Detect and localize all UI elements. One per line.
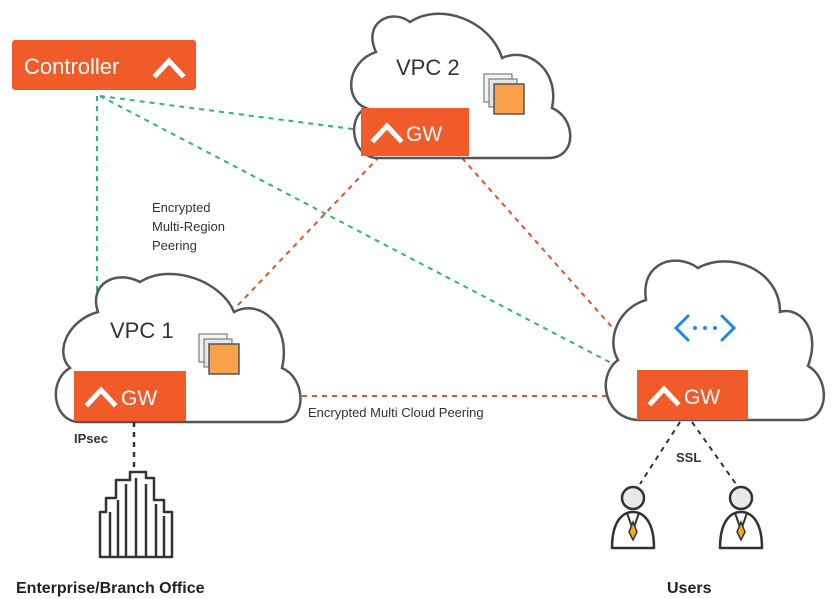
vpc1-label: VPC 1 xyxy=(110,318,174,343)
controller-box[interactable]: Controller xyxy=(12,40,196,90)
vpc2-remote-peering-link xyxy=(461,157,651,371)
controller-links xyxy=(96,95,641,379)
vpc1-gateway[interactable]: GW xyxy=(74,371,186,421)
vpc1-cloud: VPC 1 GW xyxy=(54,272,302,424)
remote-gateway-label: GW xyxy=(684,386,720,409)
chevron-up-icon xyxy=(370,122,404,144)
ssl-link-right xyxy=(691,421,737,485)
multi-region-label-line1: Encrypted xyxy=(152,200,211,215)
multi-region-label-line3: Peering xyxy=(152,238,197,253)
controller-to-vpc2-link xyxy=(99,95,361,131)
virtual-network-icon xyxy=(673,314,737,342)
vpc1-vpc2-peering-link xyxy=(237,157,379,306)
chevron-up-icon xyxy=(152,57,186,79)
users-caption: Users xyxy=(667,580,712,597)
multi-cloud-peering-label: Encrypted Multi Cloud Peering xyxy=(308,405,484,420)
instance-stack-icon xyxy=(198,333,240,375)
vpc1-gateway-label: GW xyxy=(121,387,157,410)
user-icon xyxy=(718,485,764,550)
ssl-link-left xyxy=(639,421,681,485)
multi-region-label-line2: Multi-Region xyxy=(152,219,225,234)
ssl-links xyxy=(639,421,737,485)
vpc2-cloud: VPC 2 GW xyxy=(350,12,572,160)
chevron-up-icon xyxy=(84,386,118,408)
user-icon xyxy=(610,485,656,550)
controller-label: Controller xyxy=(24,54,119,79)
controller-to-remote-link xyxy=(99,95,641,379)
remote-cloud: GW xyxy=(604,259,825,422)
vpc2-label: VPC 2 xyxy=(396,55,460,80)
ipsec-label: IPsec xyxy=(74,431,108,446)
chevron-up-icon xyxy=(647,385,681,407)
office-building-icon xyxy=(98,470,174,559)
enterprise-caption: Enterprise/Branch Office xyxy=(16,580,205,597)
vpc2-gateway[interactable]: GW xyxy=(361,108,469,156)
peering-links xyxy=(237,157,651,397)
instance-stack-icon xyxy=(483,73,525,115)
remote-gateway[interactable]: GW xyxy=(637,370,748,420)
ssl-label: SSL xyxy=(676,450,701,465)
vpc2-gateway-label: GW xyxy=(406,123,442,146)
